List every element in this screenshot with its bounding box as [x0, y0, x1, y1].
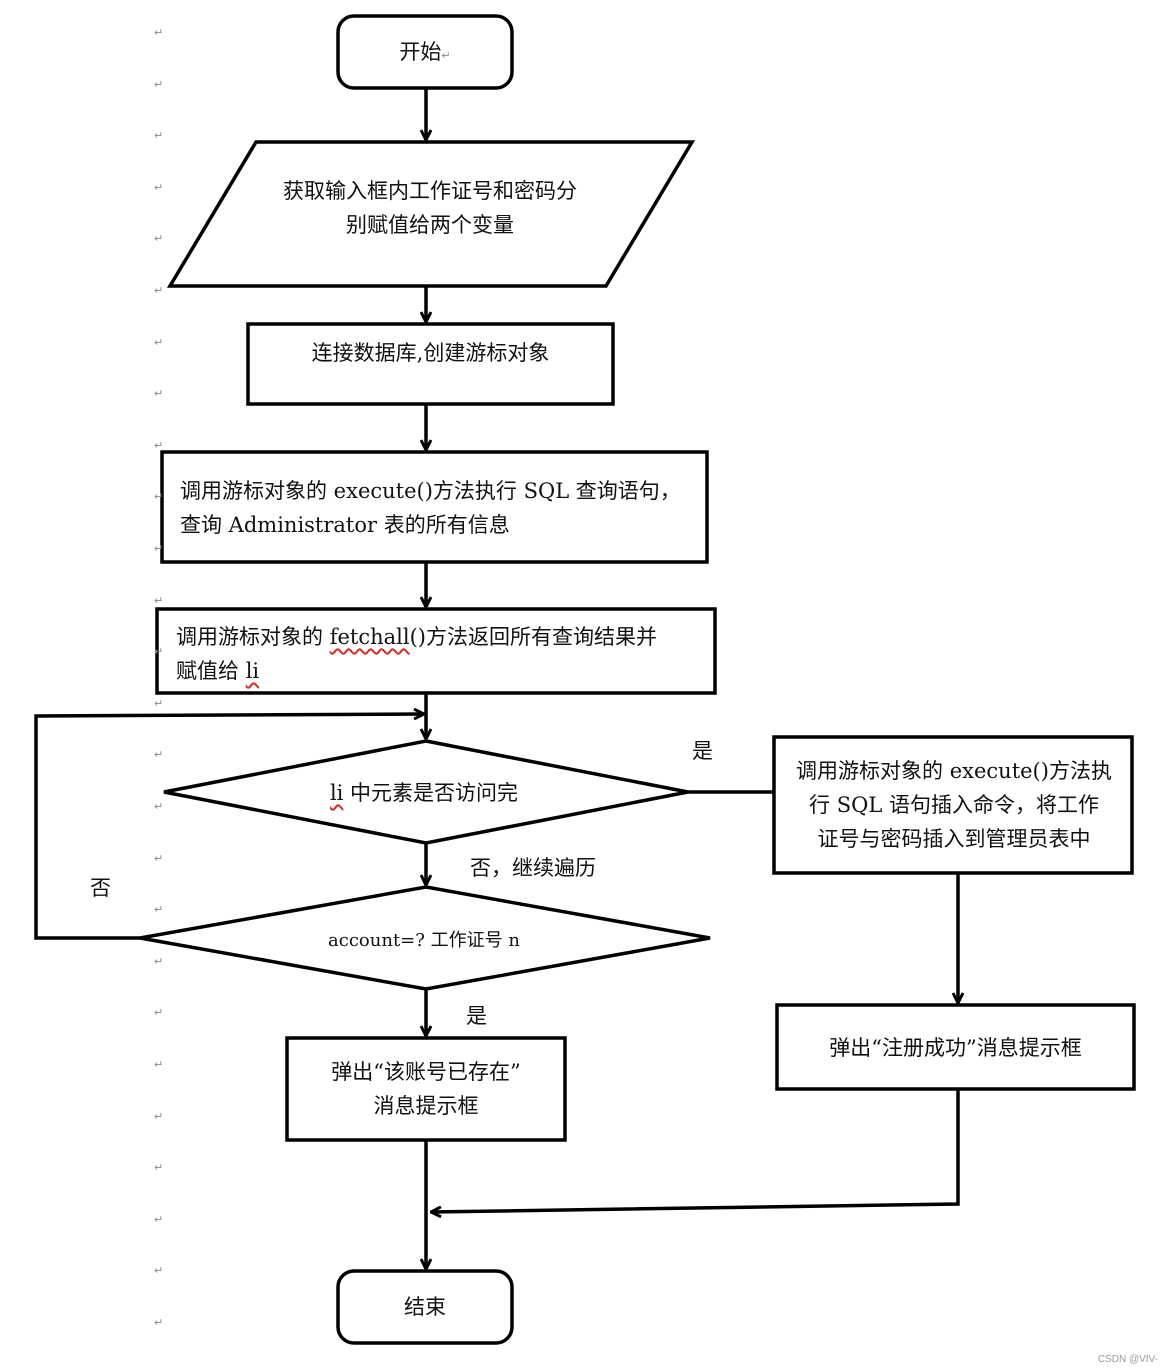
input-parallelogram: [166, 140, 696, 288]
yes-down-label: 是: [466, 1004, 487, 1028]
connect-db-box: [246, 322, 615, 406]
paragraph-mark: ↵: [154, 955, 164, 968]
paragraph-mark: ↵: [154, 1006, 164, 1019]
paragraph-mark: ↵: [154, 852, 164, 865]
merge-line: [431, 1089, 960, 1212]
fetchall-box: [155, 607, 717, 695]
paragraph-mark: ↵: [154, 1264, 164, 1277]
execute-query-box: [160, 450, 709, 564]
li-word: li: [245, 659, 260, 683]
success-popup-label: 弹出“注册成功”消息提示框: [829, 1036, 1082, 1060]
paragraph-mark: ↵: [154, 1110, 164, 1123]
no-left-label: 否: [90, 876, 111, 900]
paragraph-mark: ↵: [154, 542, 164, 555]
success-popup-box: [775, 1003, 1136, 1091]
paragraph-mark: ↵: [154, 78, 164, 91]
paragraph-mark: ↵: [154, 1161, 164, 1174]
paragraph-mark: ↵: [154, 26, 164, 39]
end-label: 结束: [404, 1295, 446, 1319]
yes-right-label: 是: [692, 739, 713, 763]
connect-db-label: 连接数据库,创建游标对象: [311, 341, 550, 365]
li-done-label: li 中元素是否访问完: [329, 781, 519, 805]
loop-back-line: [34, 714, 424, 940]
fetchall-label: 调用游标对象的 fetchall()方法返回所有查询结果并赋值给 li: [176, 625, 657, 683]
paragraph-mark: ↵: [154, 439, 164, 452]
end-terminal: [336, 1269, 514, 1345]
paragraph-mark: ↵: [154, 336, 164, 349]
paragraph-mark: ↵: [154, 490, 164, 503]
paragraph-mark: ↵: [154, 748, 164, 761]
insert-cmd-box: [772, 735, 1134, 875]
paragraph-mark: ↵: [154, 1316, 164, 1329]
paragraph-mark: ↵: [154, 129, 164, 142]
paragraph-mark: ↵: [154, 697, 164, 710]
no-continue-label: 否，继续遍历: [470, 856, 596, 880]
paragraph-mark: ↵: [154, 1213, 164, 1226]
paragraph-mark: ↵: [154, 181, 164, 194]
paragraph-mark: ↵: [154, 284, 164, 297]
paragraph-mark: ↵: [154, 232, 164, 245]
account-check-label: account=? 工作证号 n: [328, 930, 520, 951]
start-label: 开始↵: [399, 40, 451, 64]
insert-cmd-label: 调用游标对象的 execute()方法执 行 SQL 语句插入命令，将工作 证号…: [796, 759, 1112, 851]
paragraph-mark: ↵: [154, 594, 164, 607]
input-label: 获取输入框内工作证号和密码分 别赋值给两个变量: [283, 179, 577, 237]
execute-query-label: 调用游标对象的 execute()方法执行 SQL 查询语句， 查询 Admin…: [180, 479, 681, 537]
fetchall-word: fetchall: [329, 625, 410, 649]
paragraph-mark: ↵: [154, 387, 164, 400]
exists-popup-label: 弹出“该账号已存在” 消息提示框: [331, 1060, 521, 1118]
watermark: CSDN @VIV-: [1097, 1354, 1158, 1365]
paragraph-mark: ↵: [154, 903, 164, 916]
paragraph-mark: ↵: [154, 1058, 164, 1071]
paragraph-mark: ↵: [154, 645, 164, 658]
paragraph-mark: ↵: [154, 800, 164, 813]
